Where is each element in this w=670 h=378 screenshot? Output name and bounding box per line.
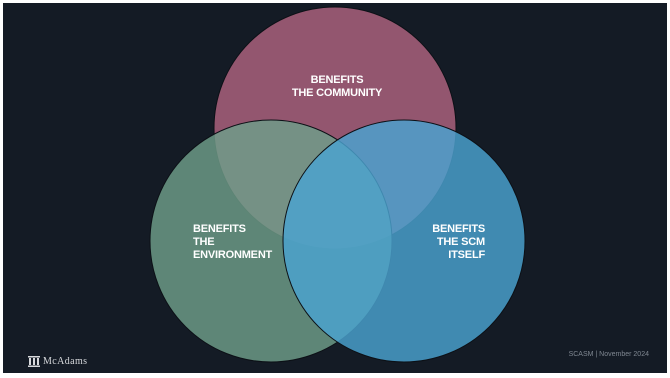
environment-label-line3: ENVIRONMENT <box>193 249 273 261</box>
scm-label: BENEFITS THE SCM ITSELF <box>383 223 485 262</box>
environment-label-line1: BENEFITS <box>193 223 246 235</box>
scm-label-line2: THE SCM <box>436 236 485 248</box>
logo-text: McAdams <box>43 355 88 367</box>
community-label-line1: BENEFITS <box>310 74 364 86</box>
scm-label-line1: BENEFITS <box>432 223 485 235</box>
logo-mark-icon <box>28 355 40 367</box>
scm-label-line3: ITSELF <box>448 249 485 261</box>
slide: BENEFITS THE COMMUNITY BENEFITS THE ENVI… <box>3 3 667 373</box>
community-label-line2: THE COMMUNITY <box>291 87 383 99</box>
scm-circle <box>282 119 526 363</box>
venn-diagram <box>149 6 526 363</box>
environment-label-line2: THE <box>193 236 215 248</box>
footer-meta: SCASM | November 2024 <box>568 351 649 358</box>
community-label: BENEFITS THE COMMUNITY <box>257 74 417 100</box>
environment-label: BENEFITS THE ENVIRONMENT <box>193 223 313 262</box>
mcadams-logo: McAdams <box>28 355 87 367</box>
